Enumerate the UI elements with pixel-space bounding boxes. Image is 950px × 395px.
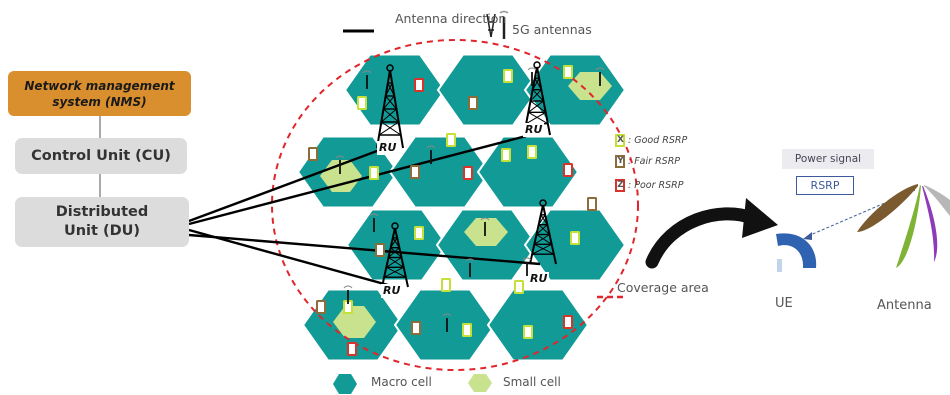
small-antenna-icon xyxy=(442,313,452,332)
ue-marker xyxy=(357,96,367,110)
ru-label: RU xyxy=(377,141,399,155)
small-antenna-icon xyxy=(480,217,490,236)
rsrp-box: RSRP xyxy=(796,176,854,195)
ue-marker xyxy=(514,280,524,294)
macro-cell xyxy=(486,288,590,362)
ue-marker xyxy=(503,69,513,83)
antenna-direction-label: Antenna direction xyxy=(395,11,507,26)
rsrp-legend-markers xyxy=(615,134,625,192)
small-antenna-icon xyxy=(343,285,353,304)
ue-marker xyxy=(462,323,472,337)
curved-arrow-head xyxy=(742,198,778,238)
rsrp-poor-marker: Z xyxy=(617,180,624,190)
small-antenna-icon xyxy=(527,67,537,86)
rsrp-fair-label: : Fair RSRP xyxy=(628,156,681,167)
ue-marker xyxy=(410,165,420,179)
small-cell-legend-icon xyxy=(468,374,492,392)
small-antenna-icon xyxy=(522,257,532,276)
antenna-beams xyxy=(857,184,950,268)
ue-marker xyxy=(347,342,357,356)
macro-cell xyxy=(393,288,497,362)
curved-arrow xyxy=(645,207,759,269)
ue-markers xyxy=(308,65,605,356)
rsrp-poor-label: : Poor RSRP xyxy=(628,180,684,191)
small-cell xyxy=(568,72,612,100)
rsrp-fair-marker: Y xyxy=(617,156,624,166)
ue-label: UE xyxy=(775,296,793,311)
ue-marker xyxy=(343,300,353,314)
macro-cell-legend-icon xyxy=(333,374,357,394)
ue-marker xyxy=(501,148,511,162)
macro-cell xyxy=(343,53,447,127)
ue-marker xyxy=(414,78,424,92)
rsrp-good-label: : Good RSRP xyxy=(628,135,688,146)
nms-label: Network management system (NMS) xyxy=(24,78,175,109)
ru-label: RU xyxy=(523,123,545,137)
antenna-tower xyxy=(381,222,409,288)
ue-marker xyxy=(441,278,451,292)
ue-marker xyxy=(375,243,385,257)
ue-marker xyxy=(308,147,318,161)
ru-label: RU xyxy=(528,272,550,286)
ue-marker xyxy=(446,133,456,147)
antenna-label: Antenna xyxy=(877,298,932,313)
rsrp-good-marker: X xyxy=(617,135,624,145)
ue-marker xyxy=(563,65,573,79)
ue-marker xyxy=(463,166,473,180)
antenna-tower xyxy=(376,64,404,149)
ue-icon xyxy=(776,233,817,268)
coverage-area-label: Coverage area xyxy=(617,280,709,295)
ue-marker xyxy=(523,325,533,339)
power-signal-label: Power signal xyxy=(782,149,874,169)
ue-marker xyxy=(468,96,478,110)
small-antenna-icon xyxy=(335,155,345,174)
cu-label: Control Unit (CU) xyxy=(31,148,171,164)
small-cell-label: Small cell xyxy=(503,375,561,389)
small-cell xyxy=(464,218,508,246)
ue-marker xyxy=(369,166,379,180)
ue-marker xyxy=(570,231,580,245)
antenna-tower xyxy=(529,199,557,265)
du-box: Distributed Unit (DU) xyxy=(15,197,189,247)
small-antenna-icon xyxy=(369,213,379,232)
ue-marker xyxy=(527,145,537,159)
small-antenna-icon xyxy=(595,67,605,86)
macro-cell xyxy=(388,135,492,209)
antenna-icon xyxy=(486,10,509,39)
ru-label: RU xyxy=(381,284,403,298)
coverage-area xyxy=(271,39,639,371)
macro-cell xyxy=(436,53,540,127)
ue-marker xyxy=(414,226,424,240)
macro-cell-label: Macro cell xyxy=(371,375,432,389)
cu-box: Control Unit (CU) xyxy=(15,138,187,174)
ue-marker xyxy=(316,300,326,314)
towers xyxy=(376,61,557,288)
small-antenna-icon xyxy=(362,70,372,89)
ue-marker xyxy=(411,321,421,335)
fronthaul-links xyxy=(188,133,541,289)
fiveg-antennas-label: 5G antennas xyxy=(512,22,592,37)
small-antenna-icon xyxy=(426,145,436,164)
small-antenna-icon xyxy=(465,258,475,277)
antenna-tower xyxy=(523,61,551,136)
ue-marker xyxy=(563,163,573,177)
ue-marker xyxy=(587,197,597,211)
nms-box: Network management system (NMS) xyxy=(8,71,191,116)
small-cells xyxy=(320,72,612,338)
du-label: Distributed Unit (DU) xyxy=(55,204,149,239)
ue-marker xyxy=(563,315,573,329)
small-cell xyxy=(333,306,376,338)
